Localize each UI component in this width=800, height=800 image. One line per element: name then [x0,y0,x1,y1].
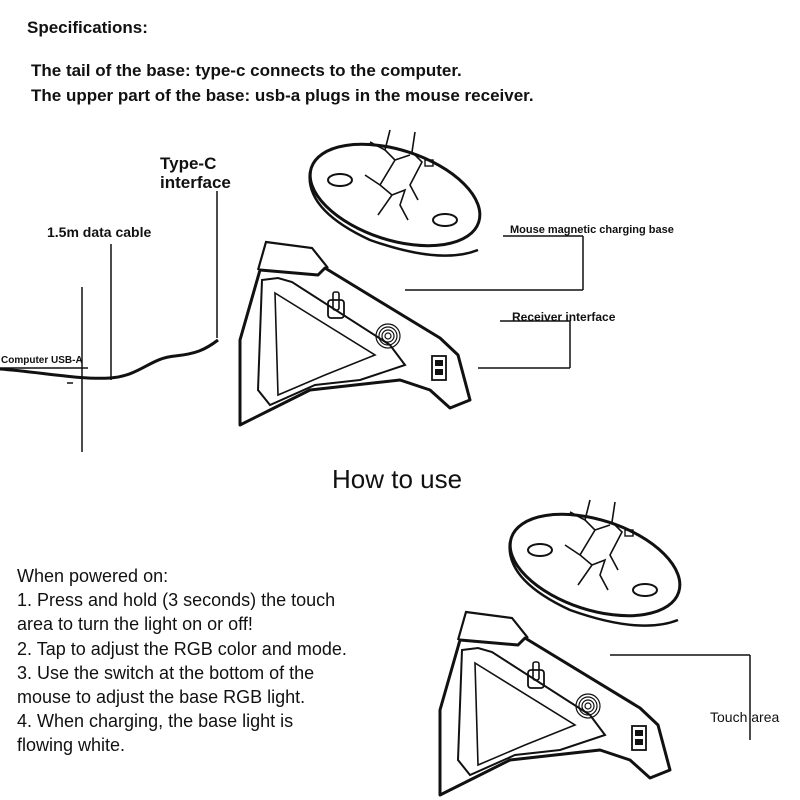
leader-lines-bottom [610,654,751,740]
instruction-line: 1. Press and hold (3 seconds) the touch [17,590,336,611]
instruction-line: 4. When charging, the base light is [17,711,294,732]
receiver-interface-label: Receiver interface [512,310,616,324]
how-to-use-title: How to use [332,464,463,494]
charging-base-bottom-drawing [438,493,695,797]
instruction-line: When powered on: [17,566,169,586]
instruction-line: flowing white. [17,735,126,756]
leader-lines-top [0,191,584,452]
instruction-line: area to turn the light on or off! [17,614,253,635]
specifications-heading: Specifications: [27,18,148,37]
instruction-line: mouse to adjust the base RGB light. [17,687,306,708]
instruction-line: 3. Use the switch at the bottom of the [17,662,315,683]
spec-usba-line: The upper part of the base: usb-a plugs … [31,86,534,105]
charging-base-label: Mouse magnetic charging base [510,224,674,236]
computer-usb-label: Computer USB-A [1,355,83,366]
spec-typec-line: The tail of the base: type-c connects to… [31,61,462,80]
data-cable-line [0,338,219,380]
data-cable-label: 1.5m data cable [47,224,152,240]
typec-interface-label: Type-C interface [160,154,231,192]
charging-base-top-drawing [238,123,495,427]
touch-area-label: Touch area [710,709,780,725]
instructions-list: When powered on: 1. Press and hold (3 se… [17,564,397,758]
instruction-line: 2. Tap to adjust the RGB color and mode. [17,638,347,659]
